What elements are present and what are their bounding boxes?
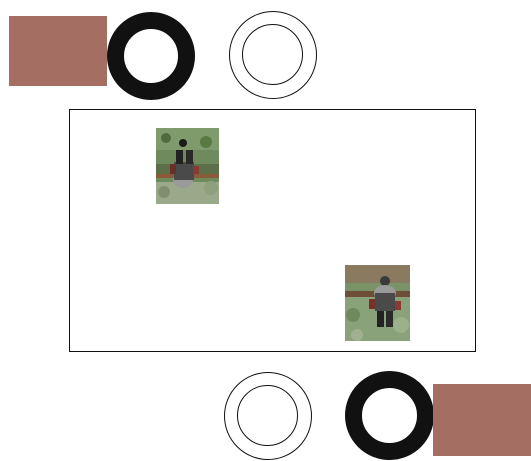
- image-panel[interactable]: [69, 109, 476, 352]
- thick-ring-icon[interactable]: [107, 12, 195, 100]
- photo-image: [156, 128, 219, 204]
- double-circle-icon[interactable]: [229, 11, 317, 99]
- photo-thumbnail-upright[interactable]: [345, 265, 410, 341]
- thick-ring-icon[interactable]: [345, 371, 434, 460]
- photo-thumbnail-upside-down[interactable]: [156, 128, 219, 204]
- photo-image: [345, 265, 410, 341]
- double-circle-icon[interactable]: [224, 372, 312, 460]
- inner-circle: [237, 385, 298, 446]
- color-swatch-bottom-right[interactable]: [433, 384, 531, 456]
- color-swatch-top-left[interactable]: [9, 16, 107, 86]
- inner-circle: [242, 24, 303, 85]
